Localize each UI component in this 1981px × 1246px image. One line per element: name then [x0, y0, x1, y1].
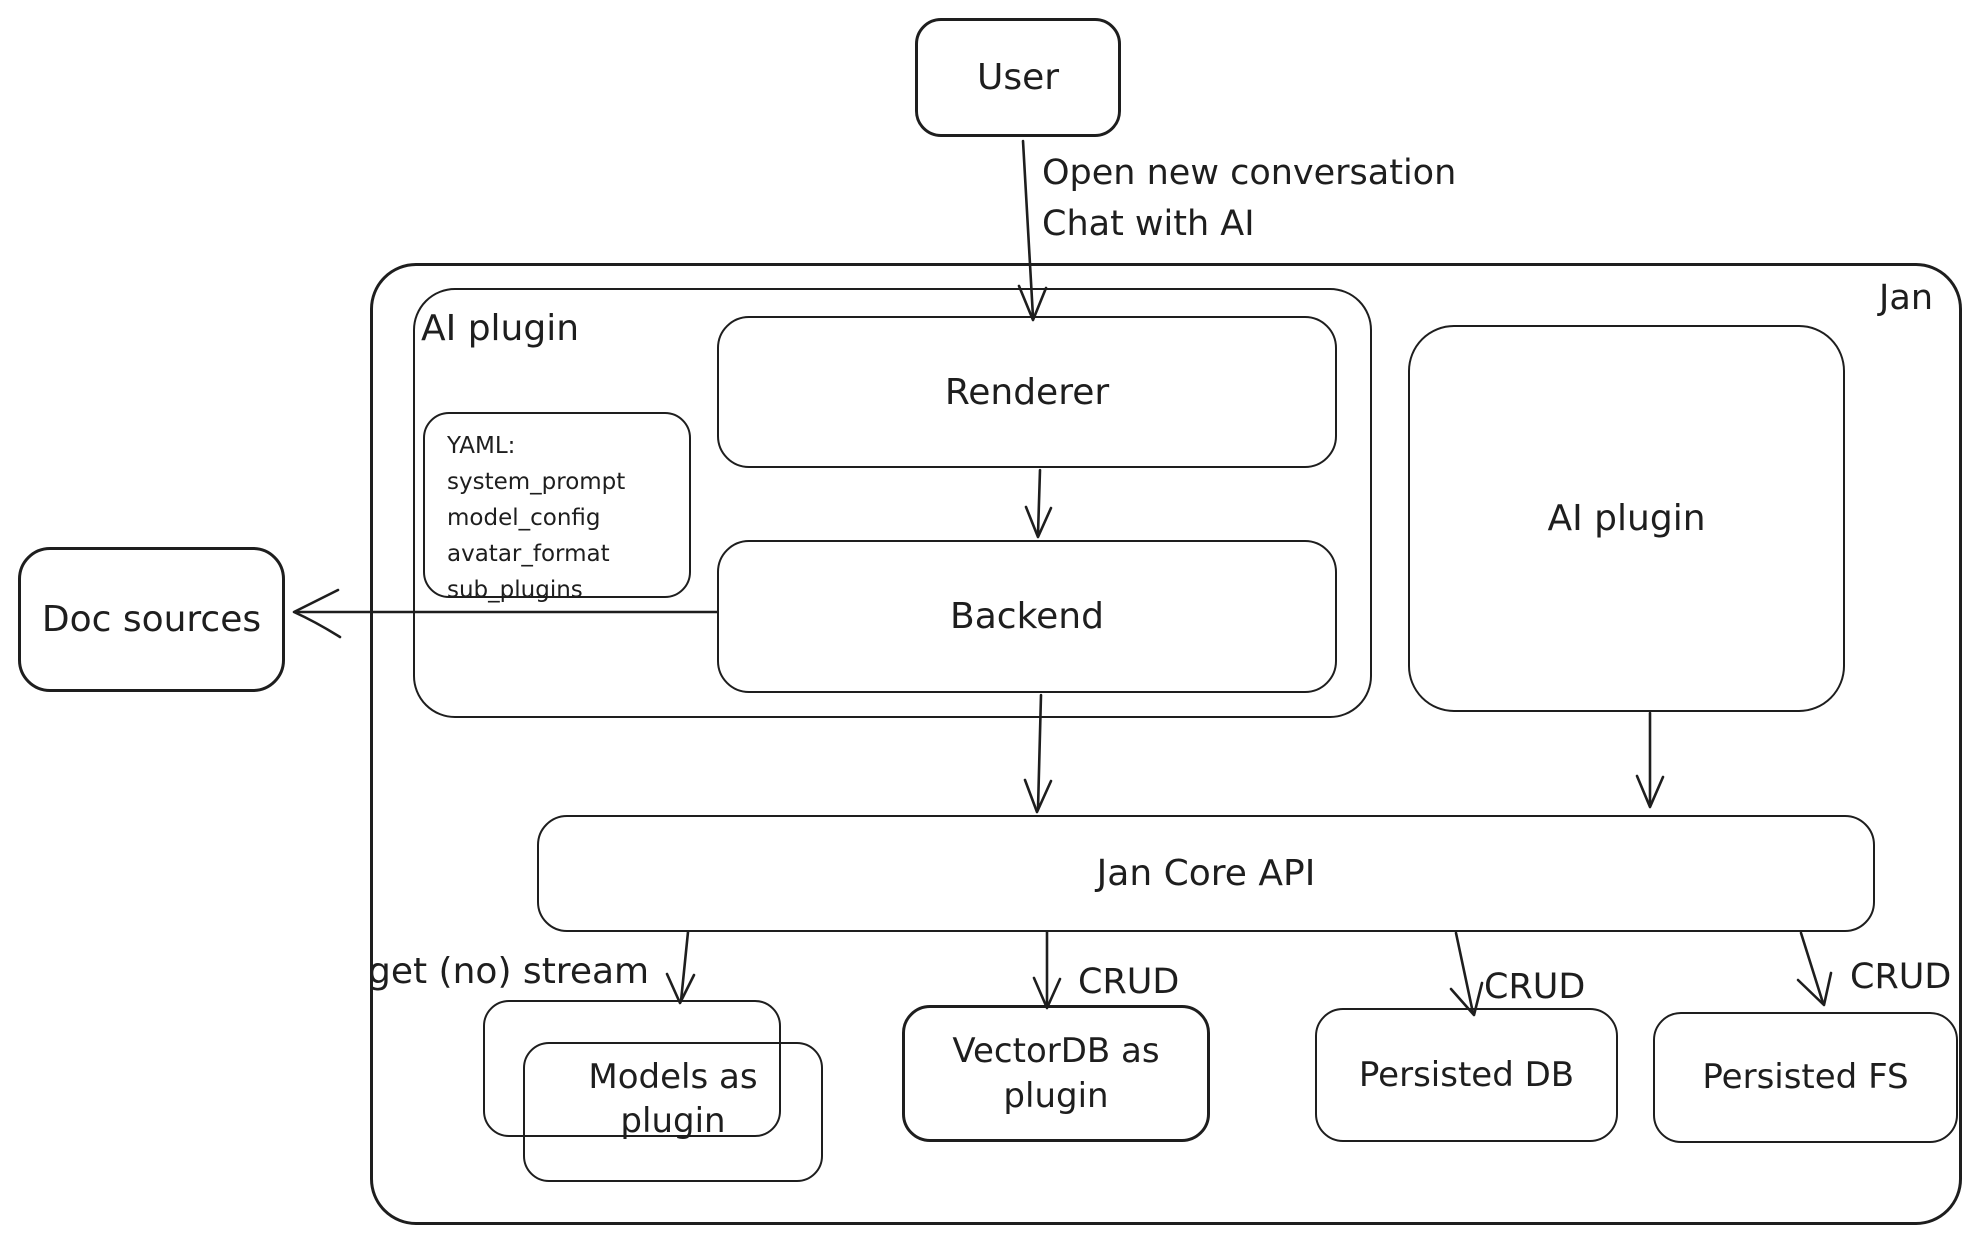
- user-node: User: [915, 18, 1121, 137]
- yaml-note-line: system_prompt: [447, 469, 626, 495]
- yaml-note-line: YAML:: [447, 433, 516, 459]
- yaml-note-line: sub_plugins: [447, 577, 583, 603]
- user-node-label: User: [976, 57, 1060, 98]
- arrowhead-backend-to-doc-sources: [292, 588, 342, 639]
- vectordb-plugin-node: VectorDB as plugin: [902, 1005, 1210, 1142]
- models-plugin-node-back: [483, 1000, 781, 1137]
- persisted-db-node-label: Persisted DB: [1358, 1054, 1575, 1095]
- doc-sources-node-label: Doc sources: [41, 599, 262, 640]
- ai-plugin-container-label: AI plugin: [421, 308, 580, 349]
- user-flow-label: Open new conversation Chat with AI: [1042, 148, 1456, 250]
- persisted-db-node: Persisted DB: [1315, 1008, 1618, 1142]
- persisted-fs-node: Persisted FS: [1653, 1012, 1958, 1143]
- yaml-note-line: model_config: [447, 505, 601, 531]
- jan-container: Jan: [370, 263, 1962, 1225]
- ai-plugin-right-node: AI plugin: [1408, 325, 1845, 712]
- user-flow-label-line2: Chat with AI: [1042, 203, 1255, 244]
- vectordb-plugin-node-label: VectorDB as plugin: [952, 1031, 1160, 1116]
- yaml-note: YAML: system_prompt model_config avatar_…: [423, 412, 691, 603]
- backend-node-label: Backend: [950, 596, 1104, 637]
- jan-core-api-node-label: Jan Core API: [1096, 853, 1316, 894]
- user-flow-label-line1: Open new conversation: [1042, 153, 1457, 193]
- crud-label-persisted-db: CRUD: [1484, 967, 1586, 1007]
- crud-label-persisted-fs: CRUD: [1850, 957, 1952, 997]
- yaml-note-text: YAML: system_prompt model_config avatar_…: [447, 428, 625, 608]
- models-plugin-node: Models as plugin: [523, 1042, 823, 1182]
- backend-node: Backend: [717, 540, 1337, 693]
- ai-plugin-right-node-label: AI plugin: [1547, 498, 1706, 539]
- jan-container-label: Jan: [1879, 278, 1933, 318]
- doc-sources-node: Doc sources: [18, 547, 285, 692]
- crud-label-vectordb: CRUD: [1078, 962, 1180, 1002]
- jan-core-api-node: Jan Core API: [537, 815, 1875, 932]
- yaml-note-line: avatar_format: [447, 541, 610, 567]
- renderer-node: Renderer: [717, 316, 1337, 468]
- ai-plugin-container: AI plugin: [413, 288, 1372, 718]
- get-no-stream-label: get (no) stream: [368, 951, 650, 992]
- renderer-node-label: Renderer: [944, 371, 1110, 413]
- models-plugin-node-label: Models as plugin: [588, 1056, 758, 1141]
- persisted-fs-node-label: Persisted FS: [1702, 1057, 1909, 1098]
